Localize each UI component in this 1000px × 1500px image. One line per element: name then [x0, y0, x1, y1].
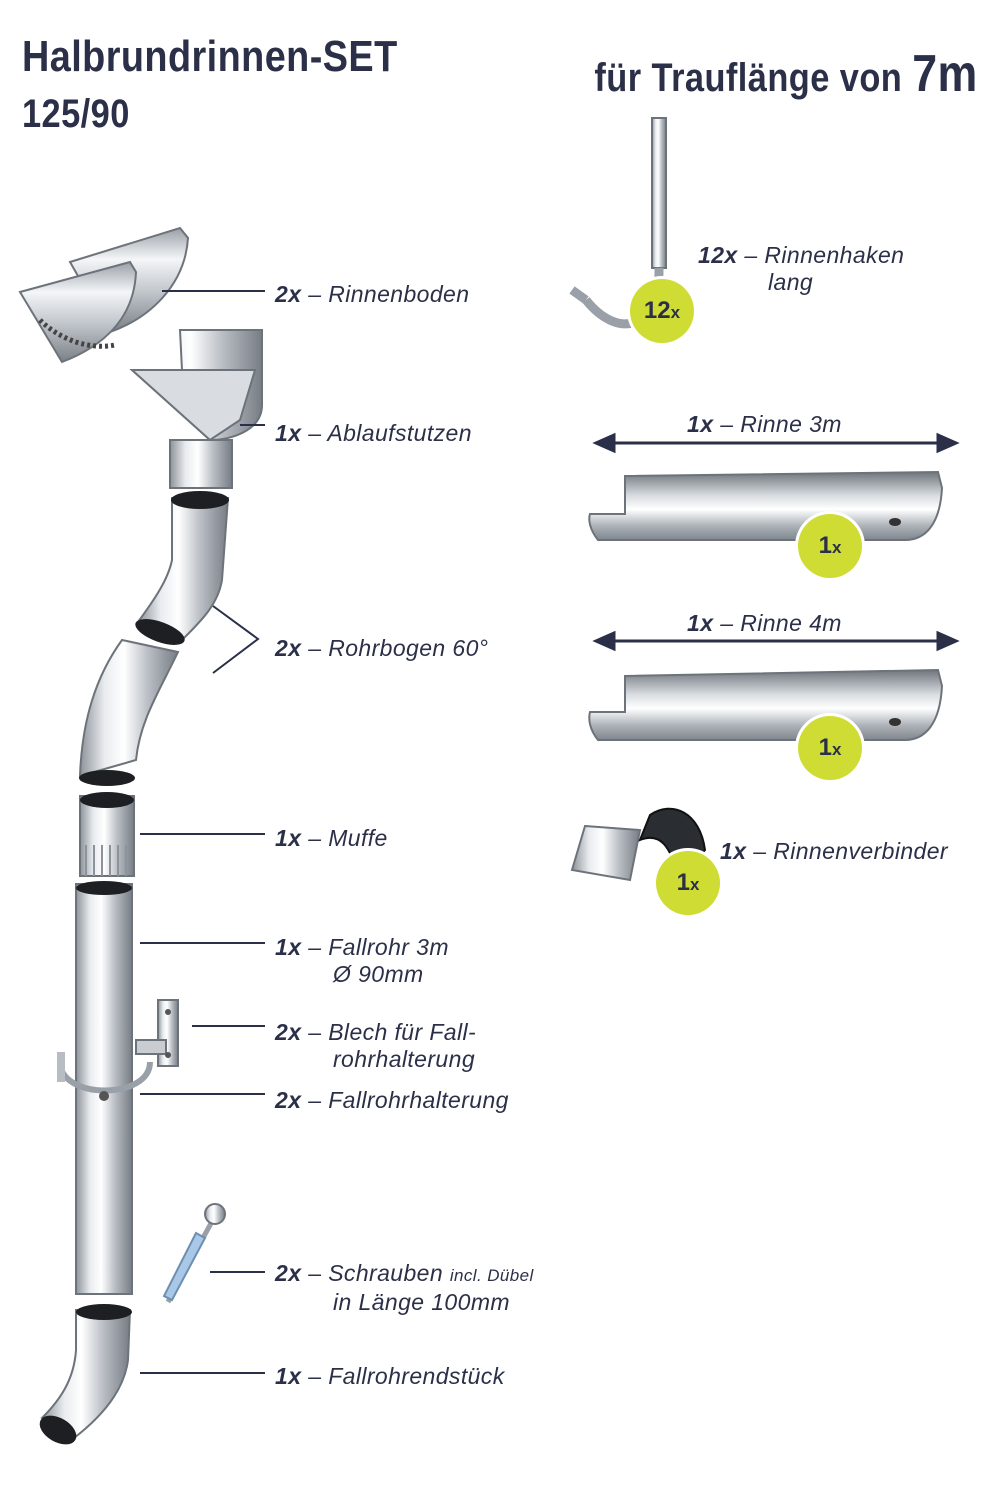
qty: 1x	[687, 411, 714, 437]
label-rinne-3m: 1x – Rinne 3m	[687, 411, 842, 438]
item-name: Rinnenverbinder	[773, 838, 948, 864]
separator: –	[308, 420, 322, 446]
item-note: incl. Dübel	[449, 1266, 534, 1285]
separator: –	[744, 242, 758, 268]
item-name: Fallrohrendstück	[328, 1363, 505, 1389]
separator: –	[753, 838, 767, 864]
muffe-part	[79, 792, 135, 877]
item-name: Ablaufstutzen	[327, 420, 472, 446]
qty: 2x	[275, 1087, 302, 1113]
qty: 2x	[275, 635, 302, 661]
fallrohr-part	[57, 881, 153, 1295]
label-schrauben: 2x – Schrauben incl. Dübel in Länge 100m…	[275, 1260, 534, 1316]
page-title: Halbrundrinnen-SET	[22, 32, 398, 81]
badge-x: x	[670, 303, 681, 322]
rinne-3m-part	[588, 470, 944, 541]
schrauben-part	[162, 1203, 226, 1304]
label-fallrohrendstueck: 1x – Fallrohrendstück	[275, 1363, 505, 1390]
item-name: Rinne 3m	[740, 411, 842, 437]
rinne-arrows	[592, 432, 960, 652]
label-rinnenboden: 2x – Rinnenboden	[275, 281, 469, 308]
item-name: Muffe	[328, 825, 388, 851]
fallrohrendstueck-part	[39, 1304, 132, 1445]
length-prefix: für Trauflänge von	[594, 56, 903, 100]
item-name: Fallrohr 3m	[328, 934, 449, 960]
label-blech: 2x – Blech für Fall- rohrhalterung	[275, 1019, 476, 1073]
badge-number: 12	[643, 297, 671, 324]
separator: –	[308, 1363, 322, 1389]
label-rinnenhaken: 12x – Rinnenhaken lang	[698, 242, 904, 296]
quantity-badge-rinnenverbinder: 1x	[656, 851, 720, 915]
qty: 1x	[687, 610, 714, 636]
separator: –	[720, 610, 734, 636]
label-fallrohrhalterung: 2x – Fallrohrhalterung	[275, 1087, 509, 1114]
item-detail: lang	[768, 269, 814, 295]
blech-part	[135, 999, 179, 1067]
separator: –	[308, 281, 322, 307]
separator: –	[308, 635, 322, 661]
item-name: Schrauben	[328, 1260, 444, 1286]
item-name: Rohrbogen 60°	[328, 635, 489, 661]
badge-x: x	[831, 740, 842, 759]
quantity-badge-rinne-3m: 1x	[798, 514, 862, 578]
qty: 2x	[275, 1260, 302, 1286]
rinne-4m-part	[588, 668, 944, 741]
item-detail: in Länge 100mm	[333, 1289, 510, 1315]
rohrbogen-part	[78, 491, 230, 786]
separator: –	[308, 825, 322, 851]
rinnenboden-part	[18, 226, 190, 364]
item-name: Rinnenhaken	[764, 242, 905, 268]
label-ablaufstutzen: 1x – Ablaufstutzen	[275, 420, 472, 447]
ablaufstutzen-part	[129, 329, 263, 489]
qty: 1x	[275, 825, 302, 851]
item-name: Rinne 4m	[740, 610, 842, 636]
length-value: 7m	[912, 45, 978, 103]
separator: –	[308, 1260, 322, 1286]
separator: –	[308, 1019, 322, 1045]
label-rohrbogen: 2x – Rohrbogen 60°	[275, 635, 488, 662]
label-rinne-4m: 1x – Rinne 4m	[687, 610, 842, 637]
separator: –	[308, 1087, 322, 1113]
item-detail: Ø 90mm	[333, 961, 424, 987]
qty: 1x	[720, 838, 747, 864]
item-name: Blech für Fall-	[328, 1019, 477, 1045]
leader-lines	[140, 290, 265, 1374]
qty: 12x	[698, 242, 738, 268]
item-detail: rohrhalterung	[333, 1046, 476, 1072]
qty: 1x	[275, 934, 302, 960]
quantity-badge-rinnenhaken: 12x	[630, 279, 694, 343]
badge-number: 1	[818, 532, 832, 559]
item-name: Fallrohrhalterung	[328, 1087, 509, 1113]
length-heading: für Trauflänge von 7m	[595, 44, 978, 104]
qty: 2x	[275, 1019, 302, 1045]
badge-number: 1	[818, 734, 832, 761]
label-rinnenverbinder: 1x – Rinnenverbinder	[720, 838, 948, 865]
page-subtitle: 125/90	[22, 92, 130, 136]
badge-x: x	[689, 875, 700, 894]
separator: –	[720, 411, 734, 437]
label-fallrohr: 1x – Fallrohr 3m Ø 90mm	[275, 934, 449, 988]
item-name: Rinnenboden	[328, 281, 470, 307]
qty: 1x	[275, 420, 302, 446]
separator: –	[308, 934, 322, 960]
label-muffe: 1x – Muffe	[275, 825, 388, 852]
qty: 1x	[275, 1363, 302, 1389]
badge-number: 1	[676, 869, 690, 896]
qty: 2x	[275, 281, 302, 307]
badge-x: x	[831, 538, 842, 557]
quantity-badge-rinne-4m: 1x	[798, 716, 862, 780]
